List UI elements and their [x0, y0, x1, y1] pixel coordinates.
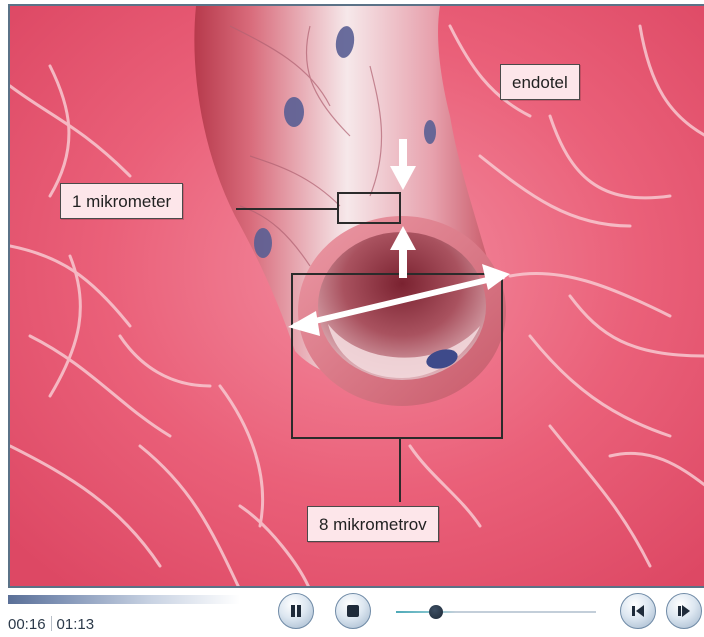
volume-thumb[interactable] — [429, 605, 443, 619]
player-controls: 00:16 01:13 — [0, 588, 704, 637]
next-icon — [676, 604, 692, 618]
time-separator — [51, 616, 52, 631]
stop-icon — [346, 604, 360, 618]
video-player[interactable]: endotel 1 mikrometer 8 mikrometrov — [8, 4, 704, 588]
pause-icon — [289, 604, 303, 618]
seek-bar[interactable] — [8, 595, 240, 604]
pause-button[interactable] — [278, 593, 314, 629]
previous-icon — [630, 604, 646, 618]
label-wall-thickness: 1 mikrometer — [60, 183, 183, 219]
label-endothelium: endotel — [500, 64, 580, 100]
video-frame — [10, 6, 704, 586]
total-time: 01:13 — [57, 616, 95, 633]
next-button[interactable] — [666, 593, 702, 629]
time-display: 00:16 01:13 — [8, 616, 94, 633]
volume-track — [396, 611, 596, 613]
stop-button[interactable] — [335, 593, 371, 629]
volume-slider[interactable] — [396, 602, 602, 622]
previous-button[interactable] — [620, 593, 656, 629]
elapsed-time: 00:16 — [8, 616, 46, 633]
label-diameter: 8 mikrometrov — [307, 506, 439, 542]
